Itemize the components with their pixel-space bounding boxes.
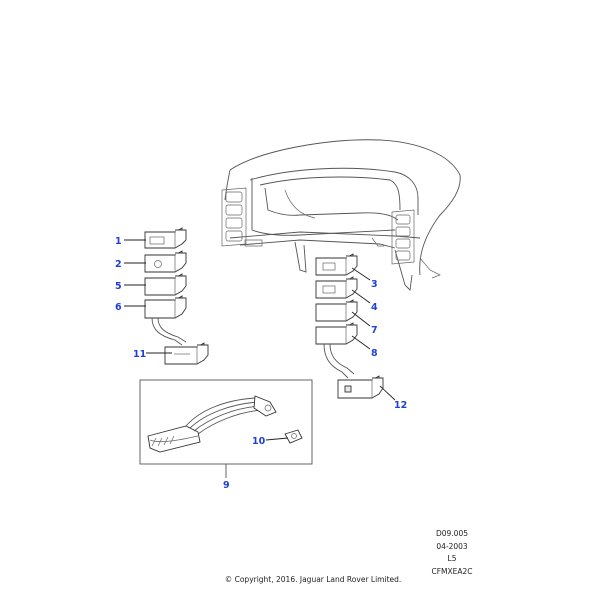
callout-6: 6 [115,302,122,313]
copyright-notice: © Copyright, 2016. Jaguar Land Rover Lim… [224,575,402,584]
callout-9: 9 [223,480,230,491]
callout-7: 7 [371,325,378,336]
switch-7 [315,299,358,322]
reference-figure: CFMXEA2C [431,566,473,576]
callouts: 1 2 3 4 5 6 7 8 9 10 11 12 [115,236,407,491]
reference-date: 04-2003 [436,541,468,551]
switch-6 [144,295,187,346]
callout-2: 2 [115,259,122,270]
callout-12: 12 [394,400,407,411]
callout-8: 8 [371,348,378,359]
callout-1: 1 [115,236,122,247]
callout-5: 5 [115,281,122,292]
switch-4 [315,276,358,299]
switch-2 [144,250,187,273]
switch-12 [337,375,384,399]
switch-3 [315,253,358,276]
switch-1 [144,227,187,249]
switch-8 [315,322,358,379]
callout-11: 11 [133,349,146,360]
dashboard-outline [221,139,461,291]
callout-3: 3 [371,279,378,290]
harness-box [139,379,313,478]
callout-10: 10 [252,436,266,447]
reference-block: D09.005 04-2003 L5 CFMXEA2C [420,528,484,578]
switch-5 [144,273,187,296]
reference-code: D09.005 [435,529,469,538]
switch-11 [164,342,209,365]
reference-level: L5 [447,554,457,563]
leader-lines [124,239,396,441]
callout-4: 4 [371,302,378,313]
